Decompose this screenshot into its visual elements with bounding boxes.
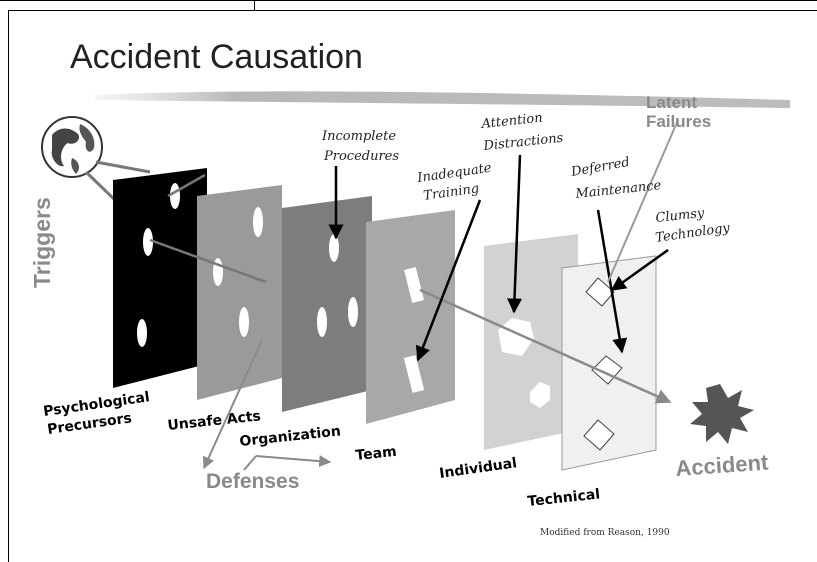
inadequate-training-label-1: Inadequate [415, 161, 492, 186]
individual-label: Individual [438, 455, 518, 482]
panel-technical [561, 255, 657, 471]
credit-note: Modified from Reason, 1990 [540, 528, 670, 538]
defenses-label: Defenses [206, 470, 299, 493]
slide-title: Accident Causation [70, 38, 363, 76]
deferred-maintenance-label-2: Maintenance [574, 178, 662, 202]
attention-distractions-label-1: Attention [480, 111, 543, 132]
latent-failures-label-2: Failures [646, 112, 711, 131]
globe-icon [41, 116, 103, 178]
incomplete-procedures-label-2: Procedures [323, 149, 399, 164]
frame-left-border [8, 10, 9, 562]
triggers-label: Triggers [29, 197, 55, 288]
frame-tick [254, 0, 255, 10]
inadequate-training-label-2: Training [422, 181, 480, 204]
clumsy-technology-label-1: Clumsy [655, 206, 706, 226]
frame-top-border [0, 0, 817, 1]
panel-organization [282, 196, 372, 412]
organization-label: Organization [239, 423, 342, 450]
deferred-maintenance-label-1: Deferred [569, 155, 631, 180]
team-label: Team [355, 444, 398, 464]
panel-psychological-precursors [113, 168, 207, 388]
latent-failures-label-1: Latent [646, 93, 697, 112]
title-swoosh [95, 91, 790, 108]
incomplete-procedures-label-1: Incomplete [321, 129, 396, 144]
unsafe-acts-label: Unsafe Acts [167, 408, 262, 434]
panel-unsafe-acts [197, 185, 282, 400]
panel-team [366, 210, 455, 424]
frame-inner-border [8, 10, 817, 11]
technical-label: Technical [527, 486, 601, 510]
accident-starburst-icon [690, 384, 754, 444]
panel-individual [484, 234, 578, 450]
accident-label: Accident [675, 450, 770, 481]
attention-distractions-label-2: Distractions [482, 131, 564, 154]
